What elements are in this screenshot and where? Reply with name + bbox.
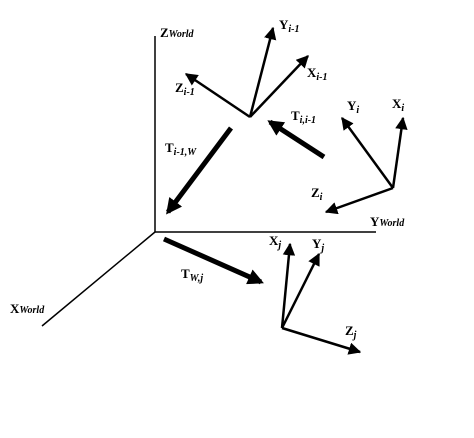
frame-i (324, 116, 408, 215)
world-y-label: YWorld (370, 214, 405, 229)
world-frame (41, 36, 376, 327)
world-x-label: XWorld (10, 301, 45, 316)
frame-prev-z-label: Zi-1 (175, 80, 195, 98)
frame-i-y-axis (340, 116, 395, 189)
frame-i-z-label: Zi (311, 185, 323, 203)
frame-prev-x-axis (249, 55, 309, 118)
frame-prev-z-axis (184, 72, 251, 119)
frame-i-z-axis (324, 186, 394, 215)
frame-prev-y-axis (248, 26, 277, 118)
frame-i-y-label: Yi (347, 98, 359, 116)
t-world-j-label: TW,j (181, 266, 203, 284)
frame-j-x-label: Xj (269, 233, 281, 251)
t-i-prev-arrow (267, 119, 326, 160)
frame-j-x-axis (280, 242, 296, 329)
t-world-j-arrow (162, 236, 264, 285)
frame-j (280, 242, 362, 355)
frame-prev-y-label: Yi-1 (279, 17, 300, 35)
frame-j-z-label: Zj (345, 323, 357, 341)
t-i-prev-label: Ti,i-1 (291, 108, 316, 126)
frame-j-z-axis (281, 326, 362, 355)
frame-j-y-axis (280, 252, 321, 329)
frame-prev (184, 26, 309, 119)
frame-i-x-label: Xi (392, 96, 404, 114)
frame-j-y-label: Yj (312, 236, 324, 254)
t-prev-world-arrow (166, 126, 233, 215)
frame-prev-x-label: Xi-1 (307, 65, 328, 83)
world-x-axis (41, 231, 156, 327)
world-z-label: ZWorld (160, 25, 194, 40)
transform-arrows (162, 119, 326, 285)
frame-i-x-axis (391, 116, 408, 189)
t-prev-world-label: Ti-1,W (165, 140, 197, 158)
